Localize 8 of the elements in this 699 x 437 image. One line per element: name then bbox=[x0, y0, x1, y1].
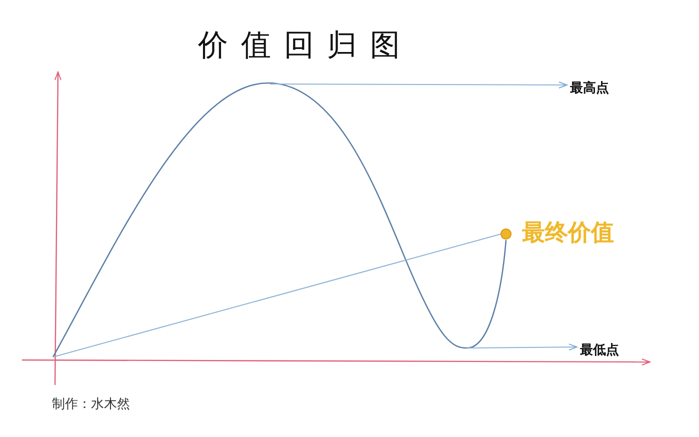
line bbox=[52, 234, 502, 358]
point-label: 最高点 bbox=[570, 81, 609, 96]
value-label: 最终价值 bbox=[522, 219, 614, 248]
title: 价值回归图 bbox=[198, 28, 413, 64]
point-label: 最低点 bbox=[580, 343, 619, 358]
arrow bbox=[466, 344, 578, 351]
author-note: 制作：水木然 bbox=[52, 396, 130, 414]
arrow bbox=[270, 81, 568, 88]
